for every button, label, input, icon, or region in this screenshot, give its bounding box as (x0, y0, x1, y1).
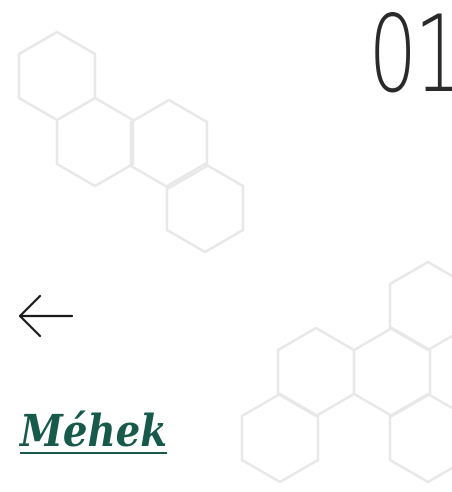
arrow-left-icon (18, 294, 74, 338)
hexagon (17, 30, 97, 122)
hexagon (165, 162, 245, 254)
hexagon (388, 260, 452, 352)
title-link[interactable]: Méhek (20, 406, 168, 457)
back-button[interactable] (16, 292, 74, 340)
slide-number: 01 (368, 0, 452, 116)
hexagon (55, 96, 135, 188)
hexagon (276, 326, 356, 418)
hexagon (240, 392, 320, 484)
hexagon (352, 326, 432, 418)
hexagon (129, 98, 209, 190)
hexagon (388, 392, 452, 484)
